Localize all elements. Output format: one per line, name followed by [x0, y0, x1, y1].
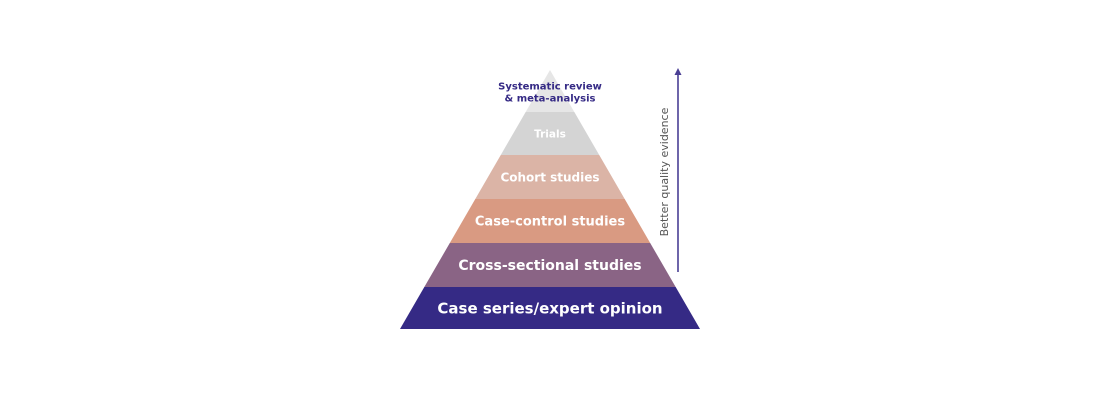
arrow-up-icon	[674, 68, 682, 75]
pyramid-level-4	[449, 199, 651, 243]
pyramid-level-6	[400, 287, 700, 329]
pyramid-level-5	[424, 243, 676, 287]
arrow-label: Better quality evidence	[658, 107, 671, 236]
pyramid-level-5-label: Cross-sectional studies	[458, 258, 641, 274]
pyramid-level-4-label: Case-control studies	[475, 215, 625, 230]
quality-arrow: Better quality evidence	[658, 68, 682, 272]
pyramid-level-6-label: Case series/expert opinion	[437, 299, 662, 317]
pyramid-level-3	[475, 155, 625, 199]
pyramid-level-2-label: Trials	[534, 128, 566, 140]
pyramid-level-1-label: Systematic review	[498, 82, 602, 93]
pyramid-layers	[400, 70, 700, 329]
pyramid-level-1	[525, 70, 575, 112]
pyramid-level-1-label: & meta-analysis	[505, 94, 596, 105]
pyramid-level-3-label: Cohort studies	[500, 170, 599, 184]
pyramid-level-2	[500, 112, 600, 155]
pyramid-labels: Systematic review& meta-analysisTrialsCo…	[437, 82, 662, 318]
